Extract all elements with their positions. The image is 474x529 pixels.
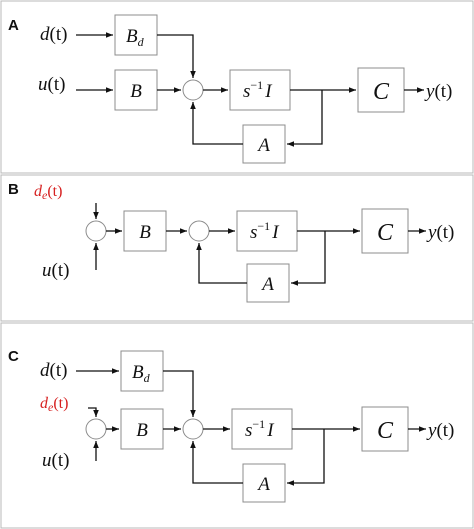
panel-b-summing-junction	[188, 220, 210, 242]
panel-c-b-label: B	[136, 420, 148, 441]
panel-a-a-block	[242, 124, 286, 164]
panel-a-bd-label: Bd	[126, 26, 145, 49]
panel-c-c-block	[361, 406, 409, 452]
panel-c-a-block	[242, 463, 286, 503]
panel-b-de-input-label: de(t)	[34, 183, 62, 202]
panel-a-bd-block	[114, 14, 158, 56]
panel-a-u-input-label: u(t)	[38, 74, 65, 95]
panel-b-u-input-label: u(t)	[42, 260, 69, 281]
panel-b-c-label: C	[377, 220, 394, 246]
panel-c-output-label: y(t)	[426, 420, 454, 441]
panel-c-a-label: A	[256, 474, 270, 495]
panel-c-bd-block	[120, 350, 164, 392]
panel-c-d-input-label: d(t)	[40, 360, 67, 381]
panel-a-a-label: A	[256, 135, 270, 156]
panel-a-b-block	[114, 69, 158, 111]
panel-c-signal-wires	[76, 368, 426, 486]
panel-a-c-label: C	[373, 79, 390, 105]
panel-b-a-block	[246, 263, 290, 303]
panel-b-integrator-block	[236, 210, 298, 252]
panel-a-b-label: B	[130, 81, 142, 102]
panel-a-d-input-label: d(t)	[40, 24, 67, 45]
panel-c-c-label: C	[377, 418, 394, 444]
panel-a-summing-junction	[182, 79, 204, 101]
panel-b-a-label: A	[260, 274, 274, 295]
panel-a-output-label: y(t)	[424, 81, 452, 102]
panel-a-signal-wires	[76, 32, 424, 147]
panel-b-b-block	[123, 210, 167, 252]
panel-b-b-label: B	[139, 222, 151, 243]
panel-c-de-input-label: de(t)	[40, 395, 68, 414]
panel-c-integrator-block	[231, 408, 293, 450]
panel-c-summing-junction	[182, 418, 204, 440]
panel-b-signal-wires	[93, 203, 426, 286]
panel-c-u-input-label: u(t)	[42, 450, 69, 471]
panel-c-letter: C	[8, 348, 19, 365]
panel-b-input-summing-junction	[85, 220, 107, 242]
panel-c-bd-label: Bd	[132, 362, 151, 385]
panel-a-integrator-block	[229, 69, 291, 111]
panel-c-input-summing-junction	[85, 418, 107, 440]
panel-a-letter: A	[8, 17, 19, 34]
panel-c-b-block	[120, 408, 164, 450]
panel-a-c-block	[357, 67, 405, 113]
panel-b-letter: B	[8, 181, 19, 198]
panel-b-output-label: y(t)	[426, 222, 454, 243]
